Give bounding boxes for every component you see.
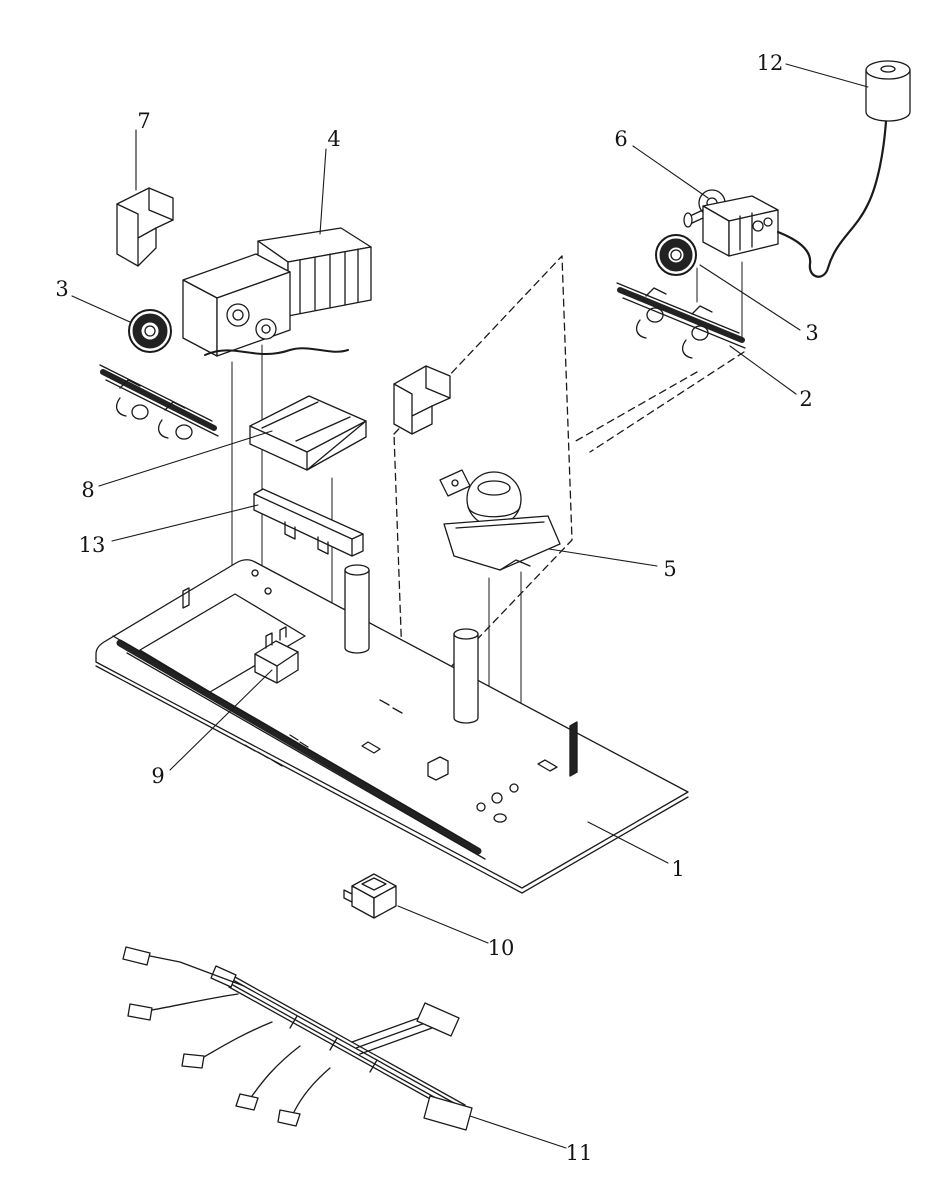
callout-3-left: 3 bbox=[55, 277, 68, 301]
part-stepped-bracket bbox=[116, 187, 174, 267]
callout-10: 10 bbox=[488, 936, 515, 960]
part-clip-bracket bbox=[254, 626, 299, 684]
callout-1: 1 bbox=[671, 857, 684, 881]
part-wire-harness bbox=[122, 946, 473, 1131]
callout-9: 9 bbox=[151, 764, 164, 788]
callout-5: 5 bbox=[663, 557, 676, 581]
part-grommet-right bbox=[655, 234, 697, 276]
part-notched-block bbox=[393, 365, 451, 435]
part-base-panel bbox=[95, 559, 689, 894]
dashed-alignment-outline bbox=[393, 255, 745, 717]
callout-8: 8 bbox=[81, 478, 94, 502]
part-insulation-block bbox=[249, 395, 367, 471]
standoff-cylinders bbox=[344, 564, 479, 724]
part-grommet-left bbox=[128, 309, 172, 353]
callout-7: 7 bbox=[137, 109, 150, 133]
callout-3-right: 3 bbox=[805, 321, 818, 345]
part-support-bracket bbox=[253, 488, 364, 557]
callout-4: 4 bbox=[327, 127, 340, 151]
leader-lines bbox=[71, 63, 869, 1149]
part-thermostat bbox=[683, 189, 779, 257]
part-mounting-rail-left bbox=[99, 364, 219, 440]
part-damper-assembly bbox=[439, 469, 561, 571]
callout-12: 12 bbox=[757, 51, 784, 75]
callout-11: 11 bbox=[566, 1141, 593, 1165]
capillary-wire bbox=[776, 119, 888, 278]
part-run-capacitor bbox=[865, 60, 911, 122]
callout-2: 2 bbox=[799, 387, 812, 411]
part-switch bbox=[343, 873, 397, 919]
callout-6: 6 bbox=[614, 127, 627, 151]
part-control-housing bbox=[182, 227, 372, 357]
callout-13: 13 bbox=[79, 533, 106, 557]
part-mounting-rail-right bbox=[616, 282, 746, 359]
